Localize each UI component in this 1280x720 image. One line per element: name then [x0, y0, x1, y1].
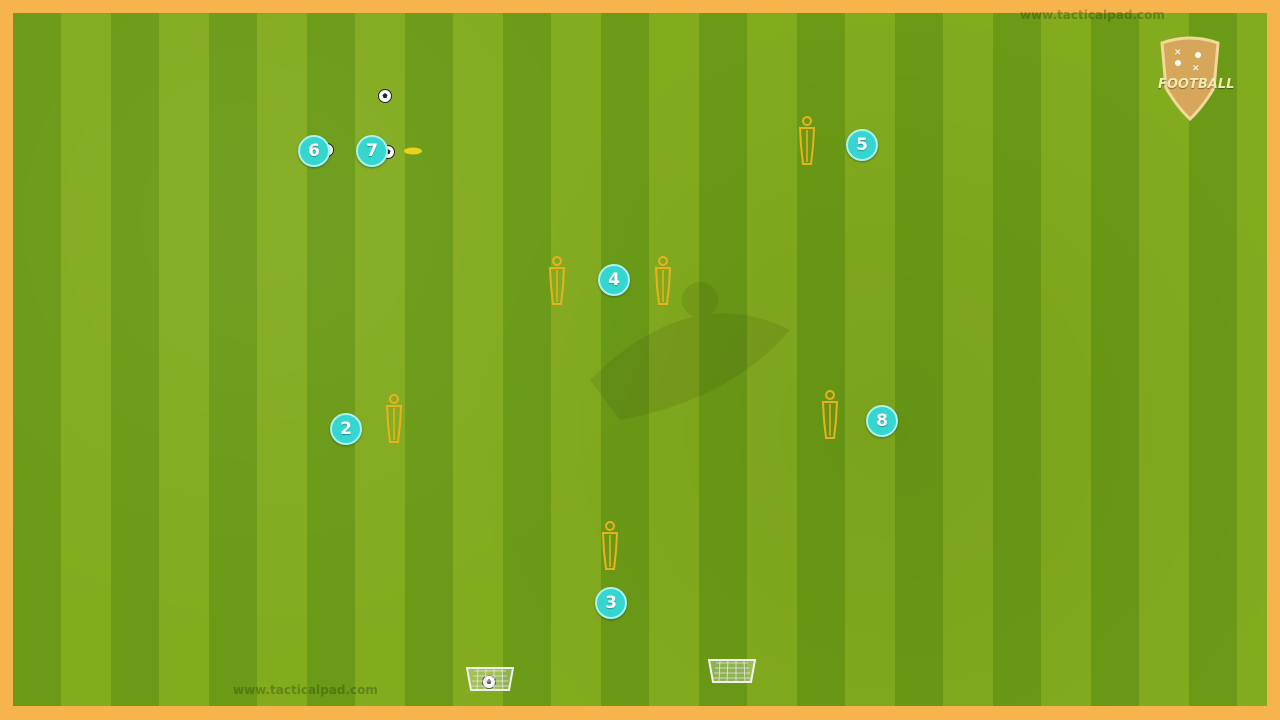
player-marker[interactable]: 3 [595, 587, 627, 619]
player-marker[interactable]: 7 [356, 135, 388, 167]
mannequin-icon [821, 390, 839, 439]
pitch [13, 13, 1267, 706]
cone-icon [404, 147, 422, 155]
mannequin-icon [385, 394, 403, 443]
player-marker[interactable]: 4 [598, 264, 630, 296]
center-watermark [590, 282, 790, 420]
mannequin-icon [798, 116, 816, 165]
mannequin-icon [654, 256, 672, 305]
player-marker[interactable]: 2 [330, 413, 362, 445]
mini-goal-icon [465, 667, 515, 691]
player-marker[interactable]: 5 [846, 129, 878, 161]
player-marker[interactable]: 6 [298, 135, 330, 167]
player-marker[interactable]: 8 [866, 405, 898, 437]
watermark-top: www.tacticalpad.com [1020, 8, 1165, 22]
pitch-texture [13, 13, 1267, 706]
mannequin-icon [548, 256, 566, 305]
watermark-bottom: www.tacticalpad.com [233, 683, 378, 697]
football-logo-icon: ✕ ✕ [1160, 36, 1220, 121]
svg-text:✕: ✕ [1192, 64, 1200, 74]
logo-text: FOOTBALL [1158, 77, 1235, 92]
mini-goal-icon [707, 659, 757, 683]
mannequin-icon [601, 521, 619, 570]
svg-text:✕: ✕ [1174, 48, 1182, 58]
ball-icon [378, 89, 392, 103]
